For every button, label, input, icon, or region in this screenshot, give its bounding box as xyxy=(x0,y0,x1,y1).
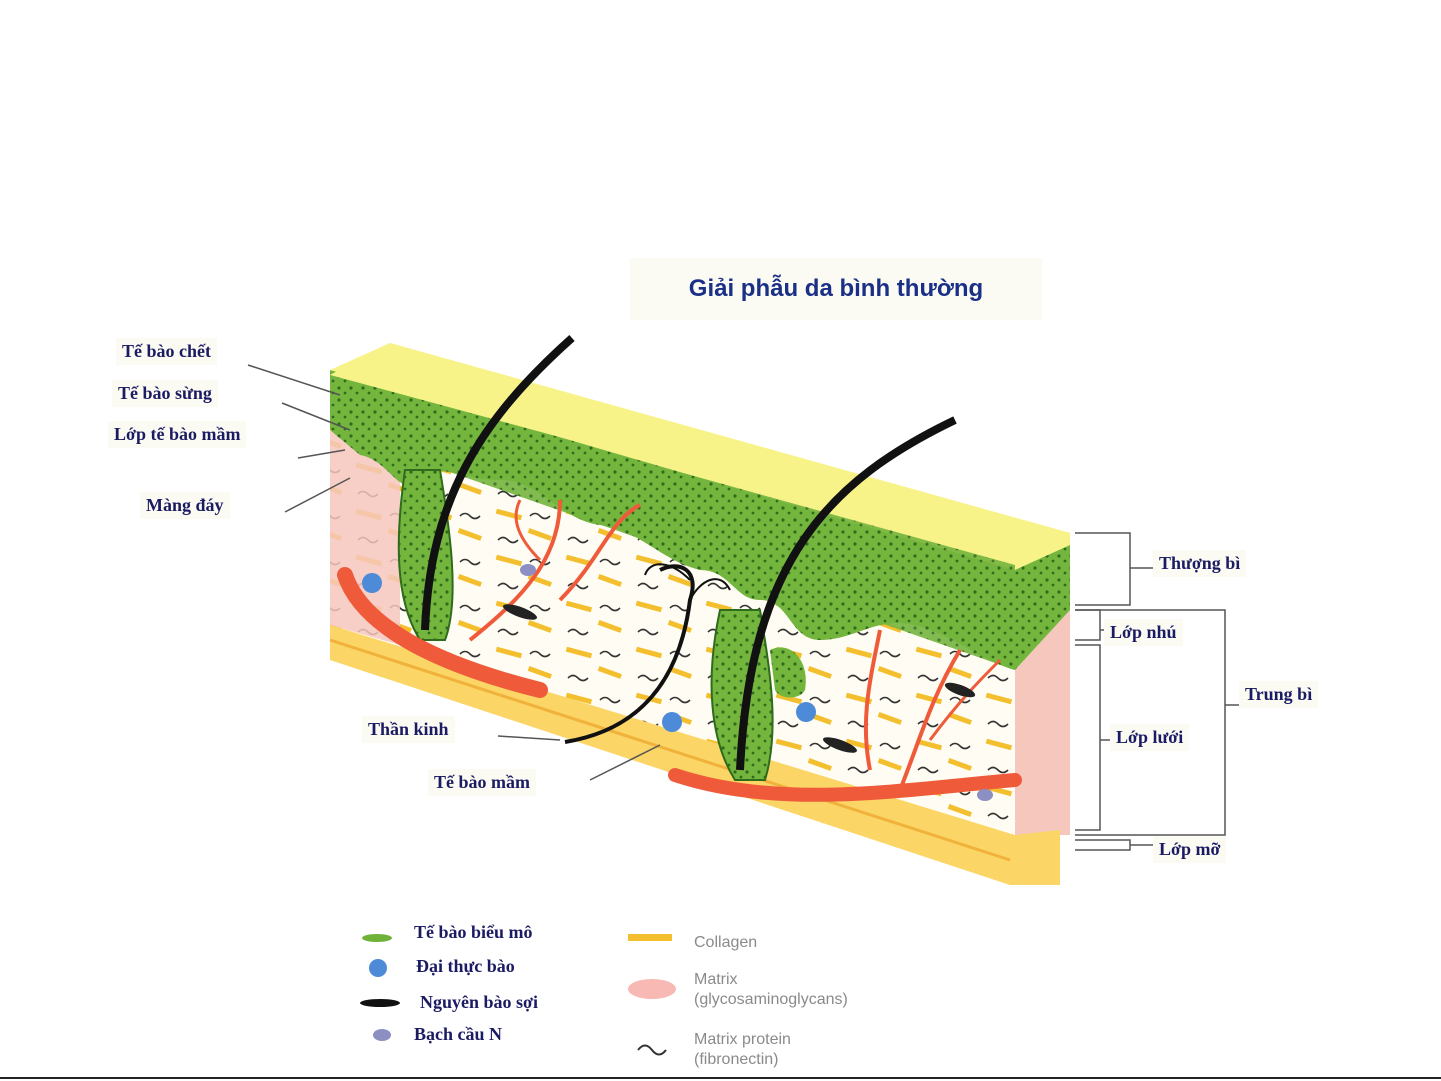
label-te-bao-chet: Tế bào chết xyxy=(116,338,217,365)
epithelial-cell-icon xyxy=(362,934,392,942)
legend-collagen: Collagen xyxy=(694,933,757,953)
legend-macrophage: Đại thực bào xyxy=(416,956,515,977)
legend-matrix-protein: Matrix protein (fibronectin) xyxy=(694,1030,791,1070)
label-trung-bi: Trung bì xyxy=(1239,681,1318,708)
legend-neutrophil: Bạch cầu N xyxy=(414,1024,502,1045)
fibroblast-icon xyxy=(360,999,400,1007)
layer-brackets xyxy=(1075,533,1245,850)
collagen-icon xyxy=(628,934,672,941)
legend-epithelial-cell: Tế bào biểu mô xyxy=(414,922,533,943)
label-lop-mo: Lớp mỡ xyxy=(1153,836,1226,863)
legend-fibroblast: Nguyên bào sợi xyxy=(420,992,538,1013)
label-lop-luoi: Lớp lưới xyxy=(1110,724,1189,751)
label-te-bao-mam: Tế bào mầm xyxy=(428,769,536,796)
label-lop-te-bao-mam: Lớp tế bào mầm xyxy=(108,421,246,448)
label-thuong-bi: Thượng bì xyxy=(1153,550,1246,577)
bottom-border xyxy=(0,1077,1441,1079)
matrix-protein-icon xyxy=(638,1046,666,1055)
label-lop-nhu: Lớp nhú xyxy=(1104,619,1183,646)
label-mang-day: Màng đáy xyxy=(140,492,230,519)
label-than-kinh: Thần kinh xyxy=(362,716,455,743)
matrix-icon xyxy=(628,979,676,999)
neutrophil-icon xyxy=(373,1029,391,1041)
legend-matrix: Matrix (glycosaminoglycans) xyxy=(694,970,848,1010)
label-te-bao-sung: Tế bào sừng xyxy=(112,380,218,407)
macrophage-icon xyxy=(369,959,387,977)
